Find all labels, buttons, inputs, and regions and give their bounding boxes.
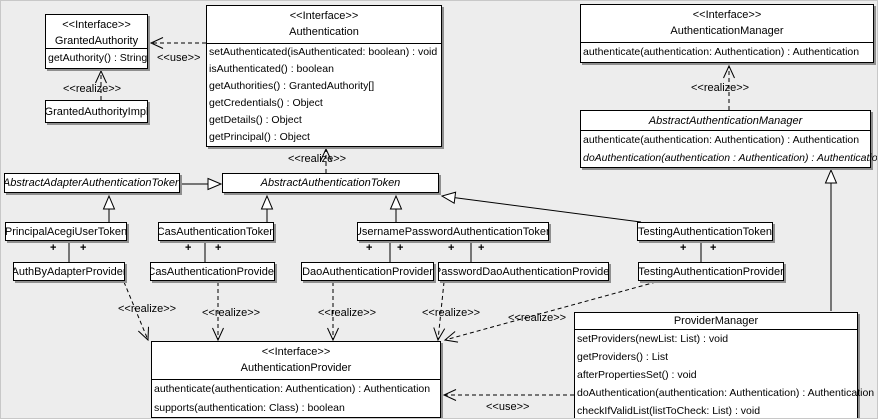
class-name: GrantedAuthority bbox=[54, 35, 139, 47]
method: authenticate(authentication: Authenticat… bbox=[583, 46, 860, 58]
realize-label: <<realize>> bbox=[118, 303, 177, 315]
class-header: <<Interface>> AuthenticationProvider bbox=[152, 342, 440, 380]
class-name: AuthenticationManager bbox=[670, 25, 784, 37]
class-granted-authority-impl[interactable]: GrantedAuthorityImpl bbox=[45, 100, 148, 123]
association-end-plus: + bbox=[80, 242, 87, 254]
abstract-method: doAuthentication(authentication : Authen… bbox=[583, 152, 878, 164]
method: getAuthorities() : GrantedAuthority[] bbox=[209, 80, 375, 92]
method: getCredentials() : Object bbox=[209, 97, 323, 109]
class-cas-authentication-provider[interactable]: CasAuthenticationProvider bbox=[150, 262, 275, 281]
class-authentication-provider[interactable]: <<Interface>> AuthenticationProvider aut… bbox=[151, 341, 441, 418]
interface-stereotype: <<Interface>> bbox=[62, 19, 131, 31]
class-name: GrantedAuthorityImpl bbox=[45, 105, 148, 118]
association-end-plus: + bbox=[478, 242, 485, 254]
interface-stereotype: <<Interface>> bbox=[692, 9, 762, 21]
method: setProviders(newList: List) : void bbox=[577, 333, 729, 345]
class-header: <<Interface>> Authentication bbox=[207, 6, 441, 44]
class-name: ProviderManager bbox=[575, 313, 857, 330]
use-label: <<use>> bbox=[486, 401, 530, 413]
method: setAuthenticated(isAuthenticated: boolea… bbox=[209, 46, 438, 58]
class-header: <<Interface>> GrantedAuthority bbox=[46, 15, 147, 49]
class-name: CasAuthenticationProvider bbox=[150, 265, 275, 278]
class-principal-acegi-user-token[interactable]: PrincipalAcegiUserToken bbox=[5, 222, 127, 241]
class-name: AbstractAuthenticationToken bbox=[260, 177, 401, 189]
association-end-plus: + bbox=[215, 242, 222, 254]
class-password-dao-authentication-provider[interactable]: PasswordDaoAuthenticationProvider bbox=[438, 262, 609, 281]
class-header: <<Interface>> AuthenticationManager bbox=[581, 5, 873, 43]
class-name: AbstractAuthenticationManager bbox=[581, 111, 870, 131]
class-name: PrincipalAcegiUserToken bbox=[5, 225, 127, 238]
association-lines bbox=[68, 241, 702, 262]
method: supports(authentication: Class) : boolea… bbox=[154, 402, 345, 414]
method: getAuthority() : String bbox=[48, 52, 148, 64]
class-name: AuthByAdapterProvider bbox=[13, 265, 125, 278]
class-name: TestingAuthenticationProvider bbox=[638, 265, 784, 278]
realize-label: <<realize>> bbox=[63, 83, 122, 95]
class-username-password-authentication-token[interactable]: UsernamePasswordAuthenticationToken bbox=[357, 222, 549, 241]
method: isAuthenticated() : boolean bbox=[209, 63, 334, 75]
class-testing-authentication-provider[interactable]: TestingAuthenticationProvider bbox=[638, 262, 784, 281]
class-abstract-authentication-token[interactable]: AbstractAuthenticationToken bbox=[222, 173, 439, 193]
class-name: AbstractAdapterAuthenticationToken bbox=[4, 177, 180, 189]
interface-stereotype: <<Interface>> bbox=[289, 10, 359, 22]
association-end-plus: + bbox=[397, 242, 404, 254]
realize-label: <<realize>> bbox=[691, 82, 750, 94]
method: authenticate(authentication: Authenticat… bbox=[583, 134, 860, 146]
class-cas-authentication-token[interactable]: CasAuthenticationToken bbox=[158, 222, 274, 241]
association-end-plus: + bbox=[710, 242, 717, 254]
method: getDetails() : Object bbox=[209, 114, 302, 126]
method: checkIfValidList(listToCheck: List) : vo… bbox=[577, 405, 761, 417]
association-end-plus: + bbox=[448, 242, 455, 254]
class-auth-by-adapter-provider[interactable]: AuthByAdapterProvider bbox=[13, 262, 125, 281]
class-name: AuthenticationProvider bbox=[240, 362, 352, 374]
class-authentication[interactable]: <<Interface>> Authentication setAuthenti… bbox=[206, 5, 442, 147]
class-provider-manager[interactable]: ProviderManager setProviders(newList: Li… bbox=[574, 312, 875, 418]
method: doAuthentication(authentication: Authent… bbox=[577, 387, 875, 399]
generalization-arrows bbox=[102, 168, 838, 311]
association-end-plus: + bbox=[50, 242, 57, 254]
realize-arrows bbox=[95, 64, 735, 343]
method: afterPropertiesSet() : void bbox=[577, 369, 697, 381]
association-end-plus: + bbox=[680, 242, 687, 254]
method: getProviders() : List bbox=[577, 351, 669, 363]
method: authenticate(authentication: Authenticat… bbox=[154, 383, 431, 395]
class-name: TestingAuthenticationToken bbox=[638, 225, 772, 238]
class-name: CasAuthenticationToken bbox=[158, 225, 274, 238]
association-end-plus: + bbox=[185, 242, 192, 254]
interface-stereotype: <<Interface>> bbox=[261, 346, 331, 358]
method: getPrincipal() : Object bbox=[209, 131, 310, 143]
realize-label: <<realize>> bbox=[422, 307, 481, 319]
realize-label: <<realize>> bbox=[318, 307, 377, 319]
class-name: Authentication bbox=[289, 26, 359, 38]
class-abstract-authentication-manager[interactable]: AbstractAuthenticationManager authentica… bbox=[580, 110, 878, 168]
class-name: DaoAuthenticationProvider bbox=[302, 265, 433, 278]
use-arrows bbox=[149, 37, 574, 401]
association-end-plus: + bbox=[366, 242, 373, 254]
class-abstract-adapter-authentication-token[interactable]: AbstractAdapterAuthenticationToken bbox=[4, 173, 180, 193]
class-testing-authentication-token[interactable]: TestingAuthenticationToken bbox=[637, 222, 773, 241]
use-label: <<use>> bbox=[157, 52, 201, 64]
class-dao-authentication-provider[interactable]: DaoAuthenticationProvider bbox=[301, 262, 434, 281]
class-name: UsernamePasswordAuthenticationToken bbox=[357, 225, 549, 238]
class-granted-authority[interactable]: <<Interface>> GrantedAuthority getAuthor… bbox=[45, 14, 148, 69]
realize-label: <<realize>> bbox=[202, 307, 261, 319]
class-authentication-manager[interactable]: <<Interface>> AuthenticationManager auth… bbox=[580, 4, 874, 63]
class-name: PasswordDaoAuthenticationProvider bbox=[438, 265, 609, 278]
realize-label: <<realize>> bbox=[508, 312, 567, 324]
realize-label: <<realize>> bbox=[288, 153, 347, 165]
